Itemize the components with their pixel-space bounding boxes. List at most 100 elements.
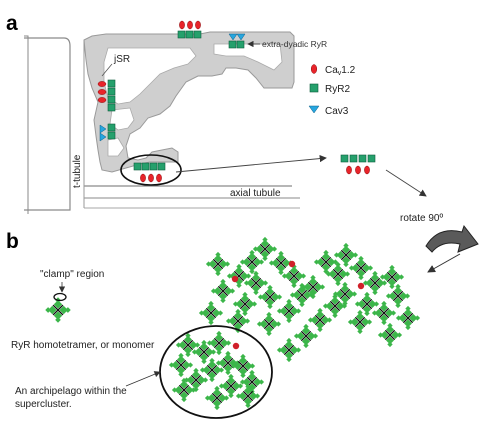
archipelago-pointer [125,371,161,387]
cav12-dots-panel-b [231,260,365,350]
cav12-dot [231,275,239,283]
cav3-markers-panel-a [99,33,246,142]
ryr-tetramer-icon [371,300,397,326]
jsr-label: jSR [113,54,130,65]
cav12-marker [97,89,107,95]
sarcoplasmic-reticulum [83,31,300,209]
cav12-marker [187,20,193,30]
cav12-markers-panel-a [97,20,201,183]
cav12-dot [357,282,365,290]
cav12-marker [364,165,370,175]
ryr-tetramer-icon [45,297,71,323]
ryr2-marker [157,162,166,171]
ryr2-marker [358,154,367,163]
ryr-tetramer-icon [362,270,388,296]
ryr-tetramer-icon [281,263,307,289]
ryr2-marker [228,40,237,49]
extra-dyadic-label: extra-dyadic RyR [262,39,327,49]
ryr-tetramer-icon [276,337,302,363]
dyad-highlight-ellipse [120,154,182,186]
cav12-marker [140,173,146,183]
cav12-marker [156,173,162,183]
to-supercluster-arrow [427,253,461,273]
legend: Cav1.2 RyR2 Cav3 [308,64,356,117]
ryr-tetramer-icon [385,283,411,309]
ryr2-marker [107,103,116,112]
t-tubule-label: t-tubule [72,154,83,188]
ryr-tetramer-icon [257,284,283,310]
ryr-tetramer-icon [198,300,224,326]
cav12-marker [346,165,352,175]
ryr2-marker [340,154,349,163]
ryr2-marker [149,162,158,171]
green-square-icon [309,83,319,93]
legend-cav12-label: Cav1.2 [325,65,356,77]
ryr-tetramer-icon [293,323,319,349]
panel-a-letter: a [6,12,18,35]
cav12-dot [232,342,240,350]
cav12-marker [148,173,154,183]
ryr-supercluster [168,236,421,411]
ryr-tetramer-icon [348,255,374,281]
archipelago-label-line2: supercluster. [15,399,72,410]
cav3-marker [99,124,107,134]
rotate-icon [425,224,479,253]
legend-cav3-label: Cav3 [325,106,349,117]
axial-tubule-label: axial tubule [230,188,281,199]
cav12-marker [179,20,185,30]
ryr-tetramer-icon [332,281,358,307]
ryr-tetramer-icon [168,352,194,378]
ryr2-marker [107,95,116,104]
single-ryr-tetramer [45,297,71,323]
ryr-tetramer-icon [307,307,333,333]
ryr-tetramer-icon [205,251,231,277]
red-ellipse-icon [310,64,318,74]
ryr2-marker [107,87,116,96]
blue-triangle-icon [308,105,320,114]
cav12-marker [195,20,201,30]
cav12-marker [97,97,107,103]
jsr-pointer [101,63,113,77]
ryr-tetramer-icon [379,264,405,290]
ryr2-marker [141,162,150,171]
panel-b-letter: b [6,230,19,253]
cav12-marker [355,165,361,175]
ryr2-marker [177,30,186,39]
ryr2-marker [367,154,376,163]
ryr-tetramer-icon [395,305,421,331]
clamp-region-label: "clamp" region [40,269,104,280]
ryr2-marker [133,162,142,171]
cav12-dot [288,260,296,268]
ryr2-markers-panel-a [107,30,245,171]
ryr-tetramer-icon [322,293,348,319]
ryr-tetramer-icon [333,242,359,268]
ryr-tetramer-icon [377,322,403,348]
clamp-region-ellipse [53,292,67,302]
cav3-marker [228,33,238,41]
cav12-marker [97,81,107,87]
ryr2-marker [185,30,194,39]
ryr2-marker [107,131,116,140]
extracted-dyad-cluster [340,154,376,175]
cav3-marker [99,132,107,142]
to-rotate-arrow [385,169,427,197]
ryr-tetramer-icon [191,339,217,365]
legend-ryr2-label: RyR2 [325,84,350,95]
ryr2-marker [193,30,202,39]
ryr2-marker [236,40,245,49]
ryr-tetramer-icon [325,261,351,287]
cav3-marker [236,33,246,41]
ryr-tetramer-icon [354,291,380,317]
ryr-tetramer-icon [300,274,326,300]
archipelago-label-line1: An archipelago within the [15,386,127,397]
t-tubule-membrane [24,35,71,214]
ryr-tetramer-icon [210,278,236,304]
ryr-tetramer-icon [347,309,373,335]
ryr2-marker [349,154,358,163]
monomer-label: RyR homotetramer, or monomer [11,340,155,351]
ryr2-marker [107,123,116,132]
rotate-label: rotate 90º [400,213,443,224]
ryr-tetramer-icon [256,311,282,337]
ryr-tetramer-icon [276,298,302,324]
